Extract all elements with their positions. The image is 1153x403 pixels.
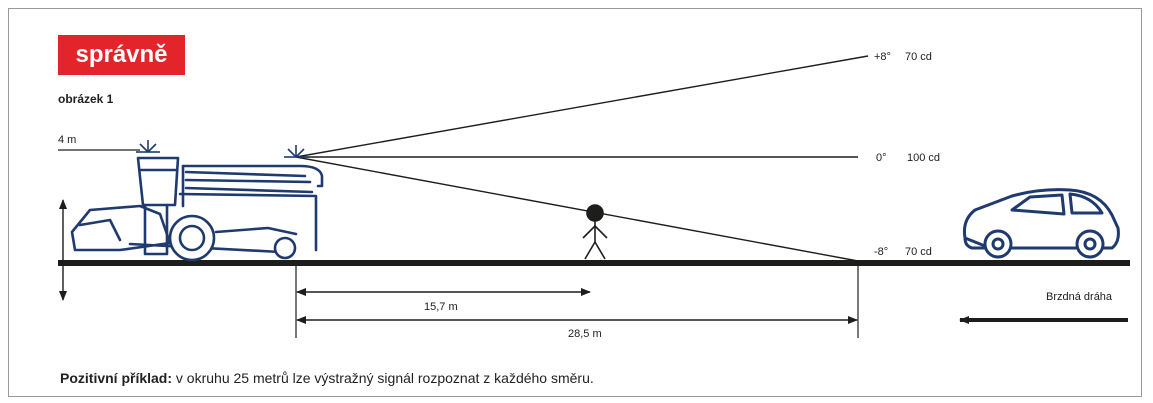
status-badge: správně: [58, 35, 185, 75]
figure-frame: [8, 8, 1142, 397]
ground-line: [58, 260, 1130, 266]
height-label: 4 m: [58, 134, 76, 146]
dim-label-short: 15,7 m: [424, 301, 458, 313]
caption-bold: Pozitivní příklad:: [60, 370, 173, 386]
caption: Pozitivní příklad: v okruhu 25 metrů lze…: [60, 370, 594, 386]
caption-text: v okruhu 25 metrů lze výstražný signál r…: [172, 370, 594, 386]
beacon-icon: [136, 140, 308, 158]
ray-lower: [295, 156, 859, 262]
braking-label: Brzdná dráha: [1046, 291, 1113, 303]
car-icon: [963, 188, 1120, 259]
pedestrian-icon: [582, 204, 608, 260]
combine-harvester-icon: [70, 156, 324, 262]
intensity-mid-label: 100 cd: [907, 152, 940, 164]
figure-label: obrázek 1: [58, 92, 114, 106]
angle-mid-label: 0°: [876, 152, 887, 164]
angle-top-label: +8°: [874, 51, 891, 63]
intensity-bottom-label: 70 cd: [905, 246, 932, 258]
ray-upper: [295, 55, 869, 158]
dim-label-long: 28,5 m: [568, 328, 602, 340]
angle-bottom-label: -8°: [874, 246, 888, 258]
intensity-top-label: 70 cd: [905, 51, 932, 63]
